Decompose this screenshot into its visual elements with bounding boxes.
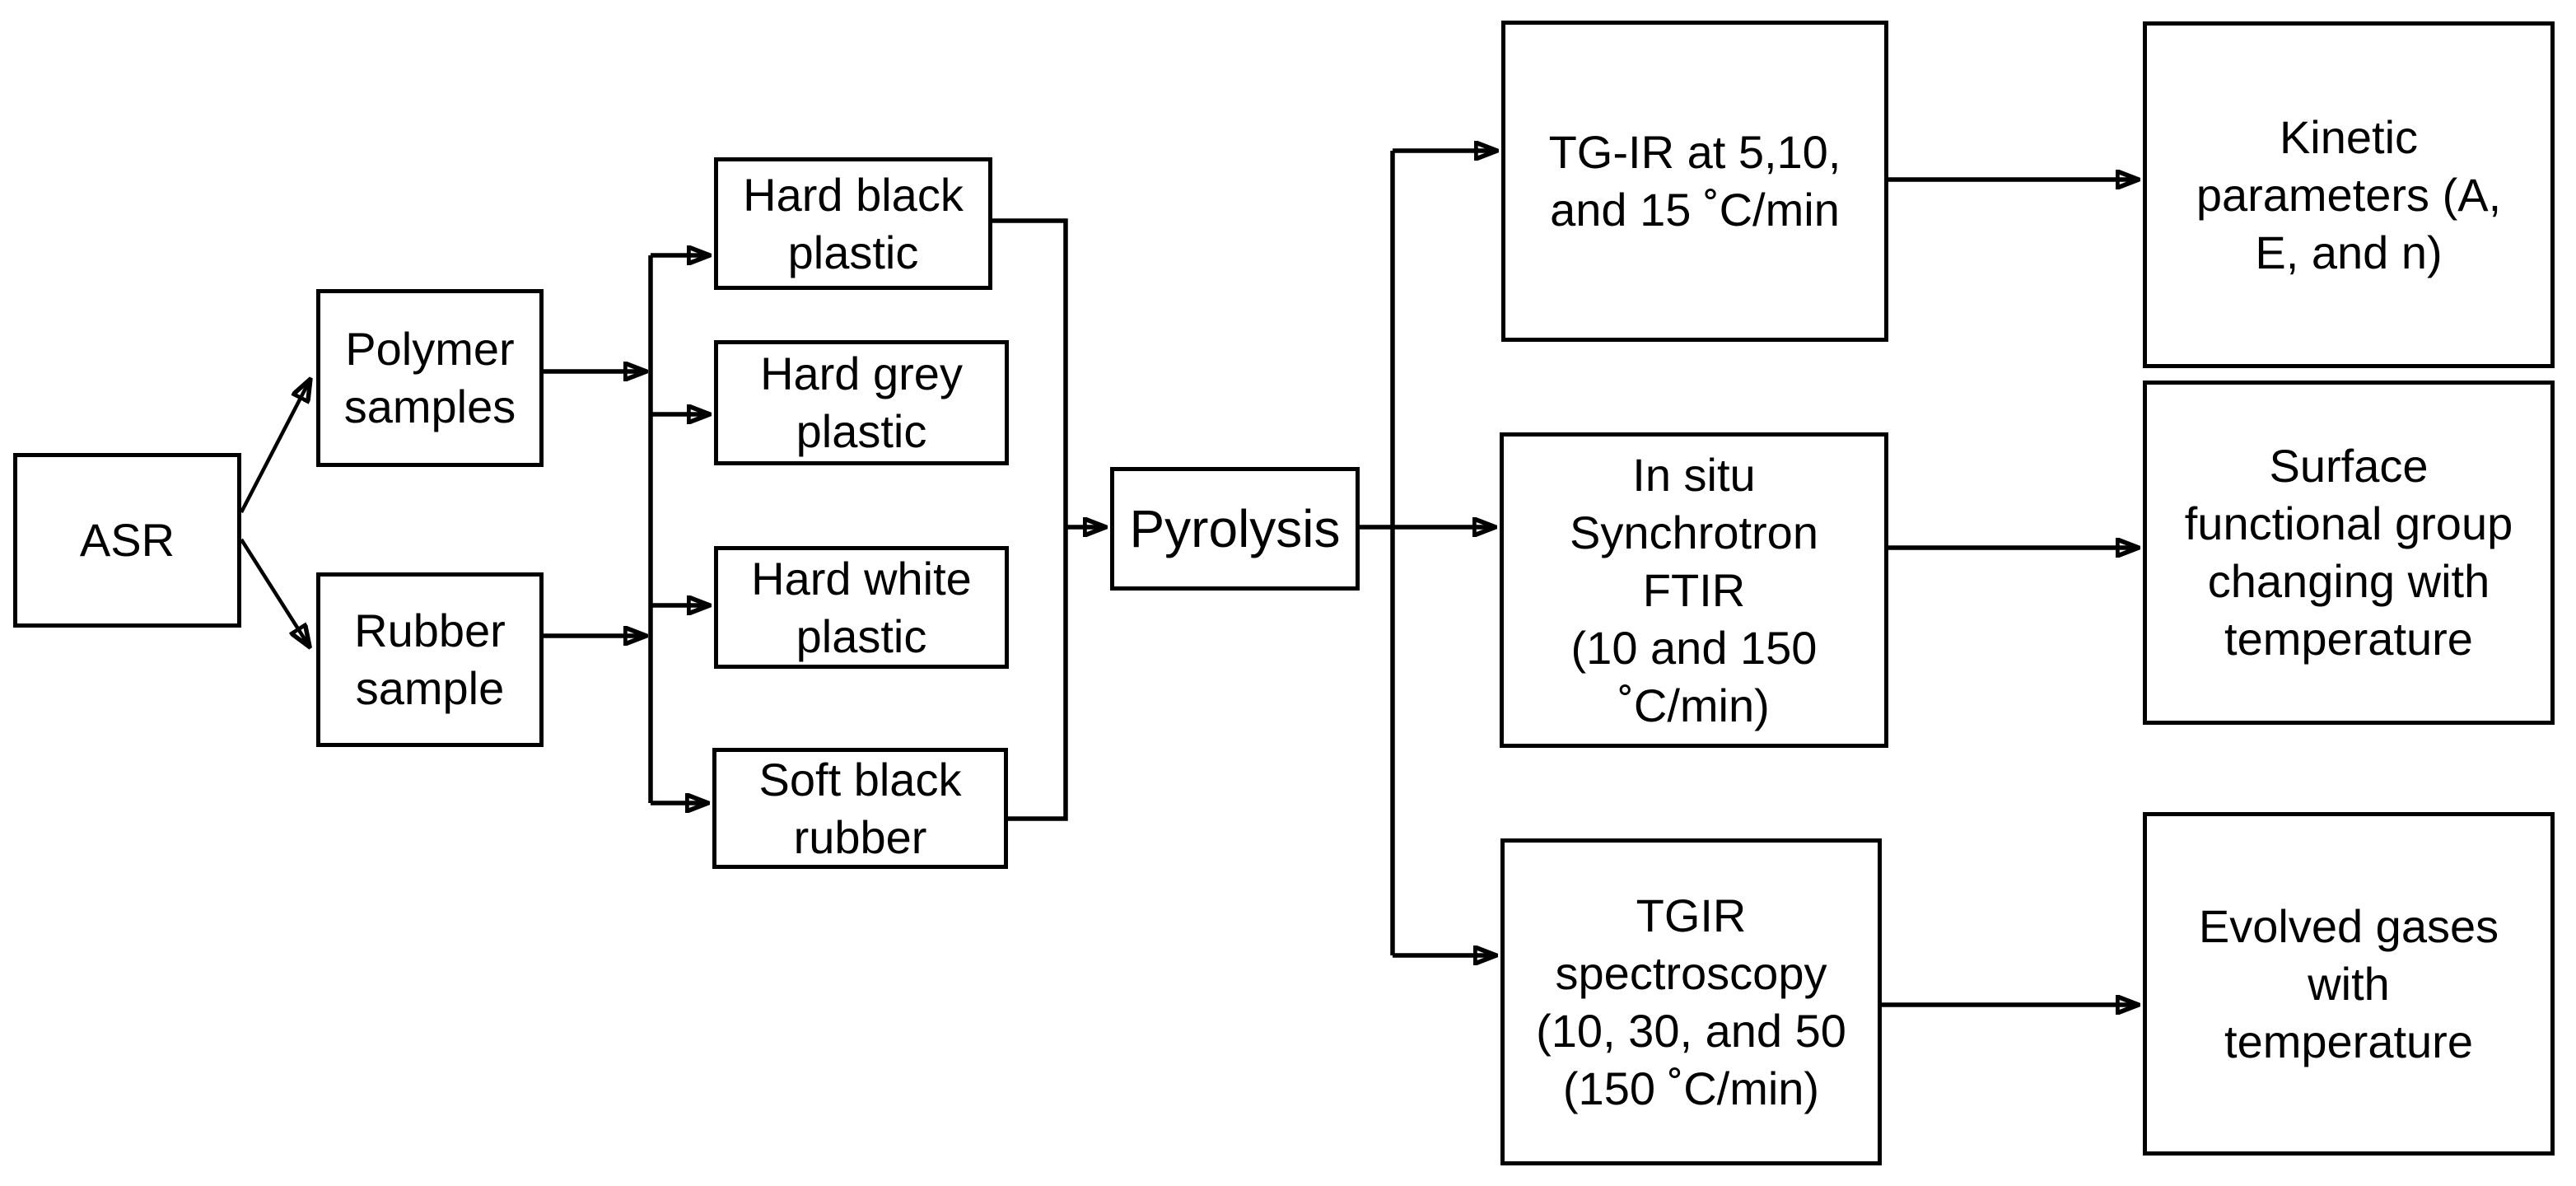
- node-hard-black-plastic: Hard black plastic: [714, 157, 992, 290]
- node-hard-white-plastic: Hard white plastic: [714, 546, 1009, 669]
- node-polymer-samples-label: Polymer samples: [343, 323, 516, 432]
- node-tg-ir: TG-IR at 5,10, and 15 ˚C/min: [1501, 21, 1888, 342]
- node-surface-functional-group: Surface functional group changing with t…: [2143, 381, 2555, 725]
- node-soft-black-rubber: Soft black rubber: [712, 748, 1008, 869]
- node-asr: ASR: [13, 453, 241, 628]
- edge-asr-rubber: [240, 538, 309, 646]
- node-evolved-gases-label: Evolved gases with temperature: [2198, 899, 2499, 1067]
- node-soft-black-rubber-label: Soft black rubber: [758, 753, 962, 863]
- node-surface-functional-group-label: Surface functional group changing with t…: [2184, 440, 2513, 665]
- node-in-situ-ftir-label: In situ Synchrotron FTIR (10 and 150 ˚C/…: [1570, 448, 1818, 731]
- node-hard-black-plastic-label: Hard black plastic: [743, 168, 964, 278]
- node-evolved-gases: Evolved gases with temperature: [2143, 812, 2555, 1156]
- node-hard-grey-plastic-label: Hard grey plastic: [760, 348, 963, 457]
- node-tgir-spectroscopy-label: TGIR spectroscopy (10, 30, and 50 (150 ˚…: [1536, 889, 1846, 1114]
- edge-asr-polymer: [240, 381, 310, 514]
- node-polymer-samples: Polymer samples: [316, 289, 544, 467]
- node-kinetic-parameters: Kinetic parameters (A, E, and n): [2143, 21, 2555, 368]
- node-in-situ-ftir: In situ Synchrotron FTIR (10 and 150 ˚C/…: [1500, 432, 1888, 748]
- node-rubber-sample-label: Rubber sample: [354, 605, 506, 714]
- node-pyrolysis-label: Pyrolysis: [1129, 499, 1341, 558]
- collector-line: [992, 218, 1068, 821]
- node-pyrolysis: Pyrolysis: [1110, 467, 1360, 591]
- node-asr-label: ASR: [79, 514, 175, 566]
- node-tg-ir-label: TG-IR at 5,10, and 15 ˚C/min: [1548, 126, 1841, 236]
- node-kinetic-parameters-label: Kinetic parameters (A, E, and n): [2196, 110, 2502, 278]
- node-hard-white-plastic-label: Hard white plastic: [751, 552, 972, 662]
- node-tgir-spectroscopy: TGIR spectroscopy (10, 30, and 50 (150 ˚…: [1500, 838, 1882, 1165]
- node-rubber-sample: Rubber sample: [316, 572, 544, 747]
- node-hard-grey-plastic: Hard grey plastic: [714, 340, 1009, 465]
